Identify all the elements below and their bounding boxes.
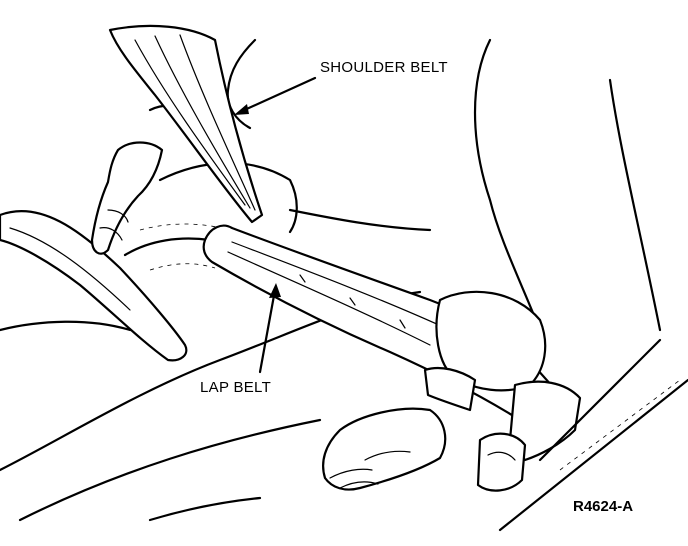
buckle-assembly	[476, 380, 582, 492]
floor-edge	[498, 338, 688, 532]
lap-belt-label: LAP BELT	[200, 379, 271, 396]
lap-belt-arrowhead	[269, 283, 281, 298]
shoulder-belt-webbing	[108, 24, 264, 224]
occupant-right-arm	[322, 38, 662, 491]
figure-id: R4624-A	[573, 498, 633, 515]
shoulder-belt-leader	[238, 76, 317, 114]
shoulder-belt-label: SHOULDER BELT	[320, 59, 448, 76]
steering-wheel	[0, 210, 188, 362]
occupant-torso	[123, 162, 432, 271]
lap-belt-leader	[258, 288, 277, 374]
shoulder-belt-arrowhead	[234, 104, 249, 115]
